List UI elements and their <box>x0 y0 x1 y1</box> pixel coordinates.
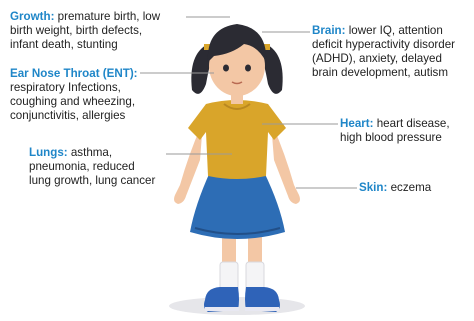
ent-label: Ear Nose Throat (ENT): respiratory Infec… <box>10 67 150 123</box>
ent-text: respiratory Infections, coughing and whe… <box>10 81 135 122</box>
lungs-heading: Lungs: <box>29 146 68 159</box>
skin-text: eczema <box>387 181 431 194</box>
heart-label: Heart: heart disease, high blood pressur… <box>340 117 470 145</box>
shirt <box>188 100 286 179</box>
brain-label: Brain: lower IQ, attention deficit hyper… <box>312 24 474 80</box>
ent-heading: Ear Nose Throat (ENT): <box>10 67 138 80</box>
growth-heading: Growth: <box>10 10 54 23</box>
heart-heading: Heart: <box>340 117 374 130</box>
skin-heading: Skin: <box>359 181 387 194</box>
skirt <box>190 172 285 239</box>
skin-label: Skin: eczema <box>359 181 469 195</box>
lungs-label: Lungs: asthma, pneumonia, reduced lung g… <box>29 146 169 188</box>
growth-label: Growth: premature birth, low birth weigh… <box>10 10 190 52</box>
brain-heading: Brain: <box>312 24 346 37</box>
